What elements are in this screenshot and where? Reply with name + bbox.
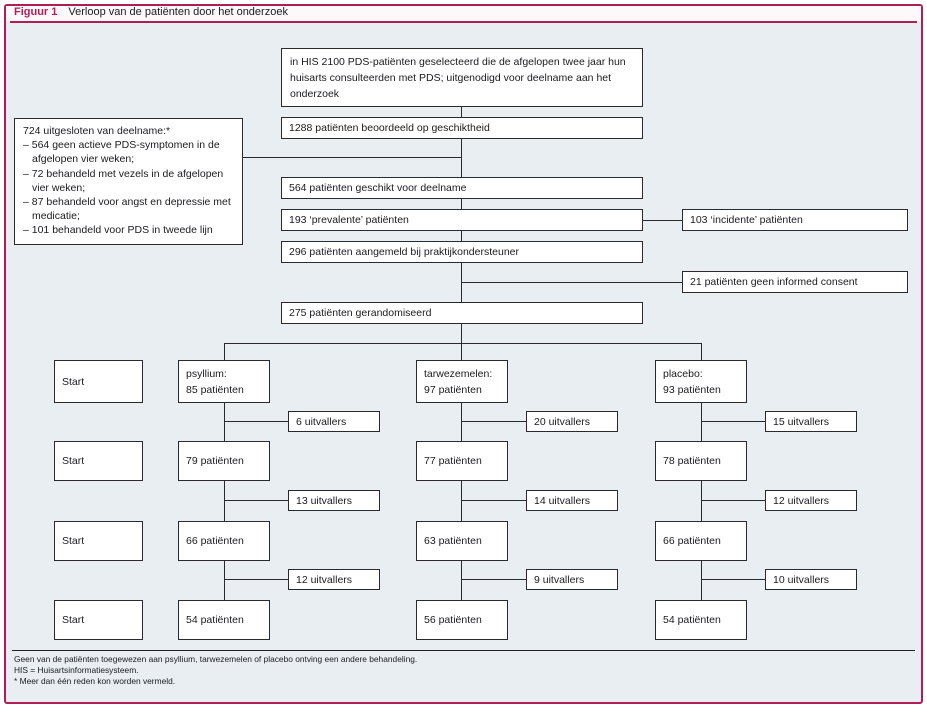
flow-line [461,107,462,117]
dropout-stub [701,579,765,580]
dropout-box: 15 uitvallers [765,411,857,432]
excluded-reason: – 564 geen actieve PDS-symptomen in de a… [23,139,220,166]
dropout-box: 13 uitvallers [288,490,380,511]
dropout-box: 14 uitvallers [526,490,618,511]
dropout-box: 12 uitvallers [288,569,380,590]
count-box: 79 patiënten [178,441,270,481]
incident-box: 103 ‘incidente’ patiënten [682,209,908,231]
arm-count: 85 patiënten [186,384,244,396]
count-box: 54 patiënten [655,600,747,640]
flow-line [461,403,462,441]
randomised-box: 275 patiënten gerandomiseerd [281,302,643,324]
count-box: 63 patiënten [416,521,508,561]
excluded-header: 724 uitgesloten van deelname:* [23,125,171,137]
dropout-box: 10 uitvallers [765,569,857,590]
count-box: 78 patiënten [655,441,747,481]
flow-branch-line [224,343,702,344]
arm-count: 93 patiënten [663,384,721,396]
flow-line [461,324,462,343]
flow-line [461,199,462,209]
flow-line [701,343,702,360]
flow-line [701,481,702,521]
arm-header-placebo: placebo: 93 patiënten [655,360,747,403]
dropout-box: 12 uitvallers [765,490,857,511]
dropout-stub [701,500,765,501]
dropout-stub [224,579,288,580]
title-divider-rule [10,21,917,23]
arm-header-tarwezemelen: tarwezemelen: 97 patiënten [416,360,508,403]
figure-title-strip [6,6,921,21]
dropout-stub [701,421,765,422]
excluded-box: 724 uitgesloten van deelname:* – 564 gee… [14,118,243,245]
flow-line-incident [643,220,682,221]
figure-frame [4,4,923,704]
flow-line [461,481,462,521]
dropout-stub [461,500,526,501]
excluded-reason: – 87 behandeld voor angst en depressie m… [23,196,231,223]
flow-line [461,139,462,177]
arm-name: placebo: [663,368,703,380]
flow-line [224,481,225,521]
count-box: 66 patiënten [178,521,270,561]
footnote-asterisk: * Meer dan één reden kon worden vermeld. [14,676,176,686]
start-box: Start [54,441,143,481]
arm-header-psyllium: psyllium: 85 patiënten [178,360,270,403]
excluded-reason: – 101 behandeld voor PDS in tweede lijn [23,224,213,237]
flow-line-excluded [243,157,461,158]
dropout-box: 9 uitvallers [526,569,618,590]
flow-line [701,403,702,441]
start-box: Start [54,600,143,640]
eligible-box: 564 patiënten geschikt voor deelname [281,177,643,199]
count-box: 77 patiënten [416,441,508,481]
flow-line [461,561,462,600]
dropout-stub [461,579,526,580]
dropout-stub [224,421,288,422]
arm-name: tarwezemelen: [424,368,493,380]
flow-line-no-consent [461,282,682,283]
figure-title: Figuur 1 Verloop van de patiënten door he… [14,6,288,18]
dropout-box: 20 uitvallers [526,411,618,432]
assessed-box: 1288 patiënten beoordeeld op geschikthei… [281,117,643,139]
figure-title-text: Verloop van de patiënten door het onderz… [68,6,288,18]
figure-label: Figuur 1 [14,6,58,18]
count-box: 54 patiënten [178,600,270,640]
footnote-treatment: Geen van de patiënten toegewezen aan psy… [14,654,418,664]
flow-line [461,343,462,360]
flow-line [701,561,702,600]
prevalent-box: 193 ‘prevalente’ patiënten [281,209,643,231]
count-box: 56 patiënten [416,600,508,640]
flow-line [224,561,225,600]
count-box: 66 patiënten [655,521,747,561]
arm-name: psyllium: [186,368,227,380]
footer-divider-rule [12,650,915,651]
excluded-reason: – 72 behandeld met vezels in de afgelope… [23,167,224,194]
flow-line [224,343,225,360]
arm-count: 97 patiënten [424,384,482,396]
dropout-box: 6 uitvallers [288,411,380,432]
footnote-his: HIS = Huisartsinformatiesysteem. [14,665,139,675]
start-box: Start [54,521,143,561]
flow-line [224,403,225,441]
dropout-stub [461,421,526,422]
dropout-stub [224,500,288,501]
start-box: Start [54,360,143,403]
selection-box: in HIS 2100 PDS-patiënten geselecteerd d… [281,48,643,107]
flow-line [461,231,462,241]
no-consent-box: 21 patiënten geen informed consent [682,271,908,293]
enrolled-box: 296 patiënten aangemeld bij praktijkonde… [281,241,643,263]
